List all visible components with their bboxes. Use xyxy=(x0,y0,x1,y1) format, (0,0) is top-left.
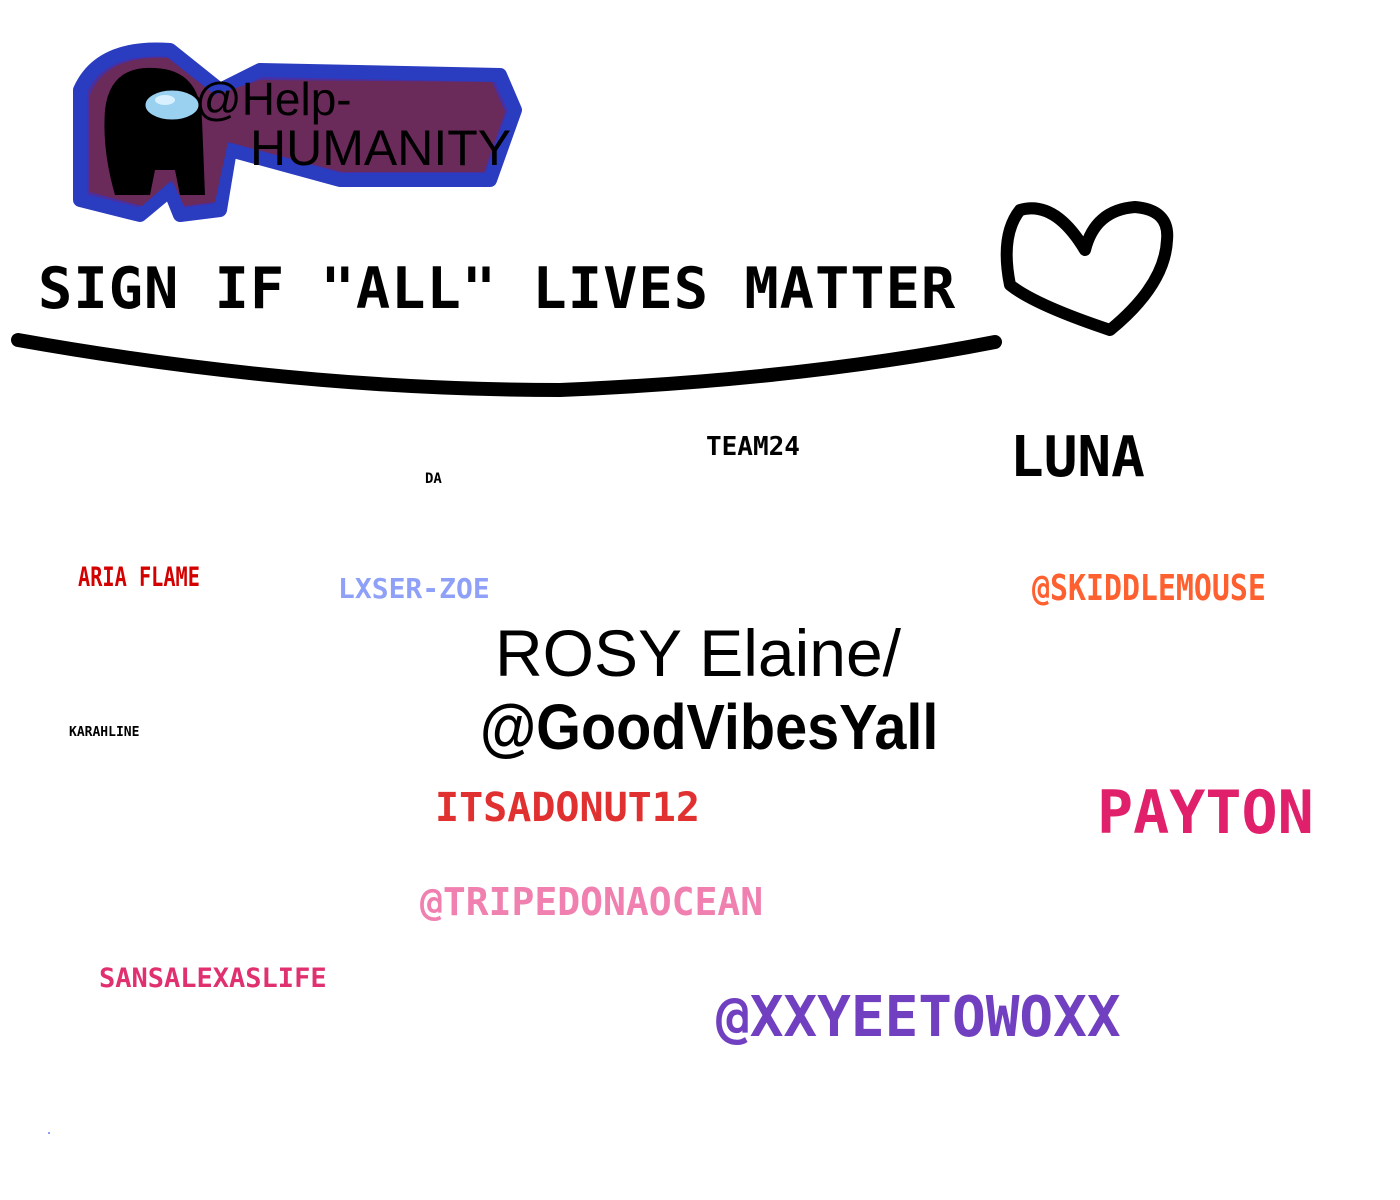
page-title: SIGN IF "ALL" LIVES MATTER xyxy=(38,256,957,322)
signature-luna: LUNA xyxy=(1010,425,1145,490)
signature-karahline: KARAHLINE xyxy=(69,725,140,740)
signature-aria-flame: ARIA FLAME xyxy=(78,562,200,593)
signature-sansalexaslife: SANSALEXASLIFE xyxy=(99,963,327,994)
signature-xxyeetowoxx: @XXYEETOWOXX xyxy=(716,985,1121,1050)
stray-dot xyxy=(48,1132,50,1134)
logo-line1: @Help- xyxy=(195,73,352,125)
signature-tripedonaocean: @TRIPEDONAOCEAN xyxy=(420,880,764,924)
crewmate-icon xyxy=(104,67,205,195)
logo-line2: HUMANITY xyxy=(250,120,511,176)
signature-goodvibesyall: @GoodVibesYall xyxy=(480,691,939,763)
signature-rosy-elaine: ROSY Elaine/ xyxy=(495,616,901,690)
signature-da: DA xyxy=(425,471,442,487)
signature-lxser-zoe: LXSER-ZOE xyxy=(338,572,490,605)
signature-payton: PAYTON xyxy=(1097,778,1314,848)
signature-skiddlemouse: @SKIDDLEMOUSE xyxy=(1032,568,1266,609)
underline-stroke xyxy=(11,333,1002,398)
heart-icon xyxy=(1000,201,1174,336)
signature-itsadonut12: ITSADONUT12 xyxy=(435,785,700,831)
help-humanity-logo: @Help- HUMANITY xyxy=(73,42,522,222)
signature-team24: TEAM24 xyxy=(706,432,800,462)
